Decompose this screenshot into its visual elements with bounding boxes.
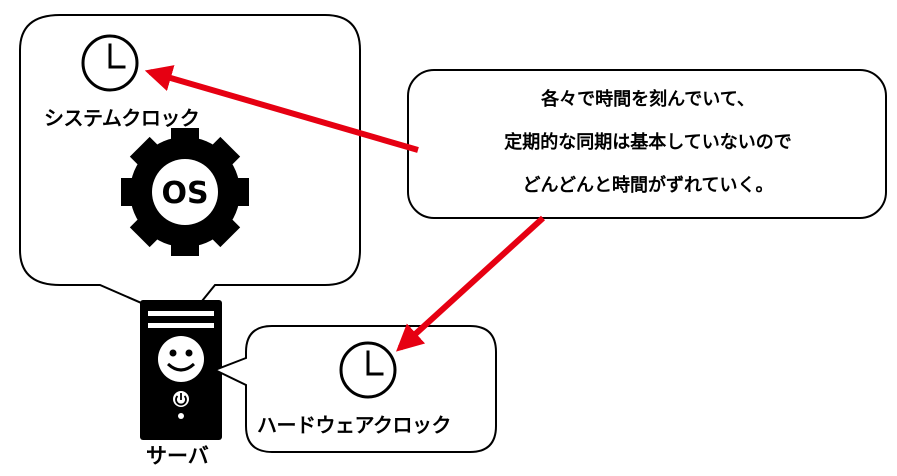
callout-line-2: 定期的な同期は基本していないので	[504, 132, 792, 153]
os-label: OS	[161, 176, 208, 211]
server-icon	[140, 300, 222, 440]
callout-line-1: 各々で時間を刻んでいて、	[541, 89, 755, 110]
system-clock-icon	[81, 34, 139, 92]
server-label: サーバ	[146, 444, 209, 468]
hardware-clock-label: ハードウェアクロック	[257, 413, 452, 437]
system-clock-label: システムクロック	[44, 106, 200, 130]
hardware-clock-icon	[339, 341, 397, 399]
callout-line-3: どんどんと時間がずれていく。	[522, 175, 774, 196]
arrow-to-system-clock	[144, 65, 419, 153]
os-gear-icon: OS	[121, 128, 249, 256]
callout-text: 各々で時間を刻んでいて、 定期的な同期は基本していないので どんどんと時間がずれ…	[408, 78, 888, 207]
arrow-to-hardware-clock	[396, 215, 546, 352]
